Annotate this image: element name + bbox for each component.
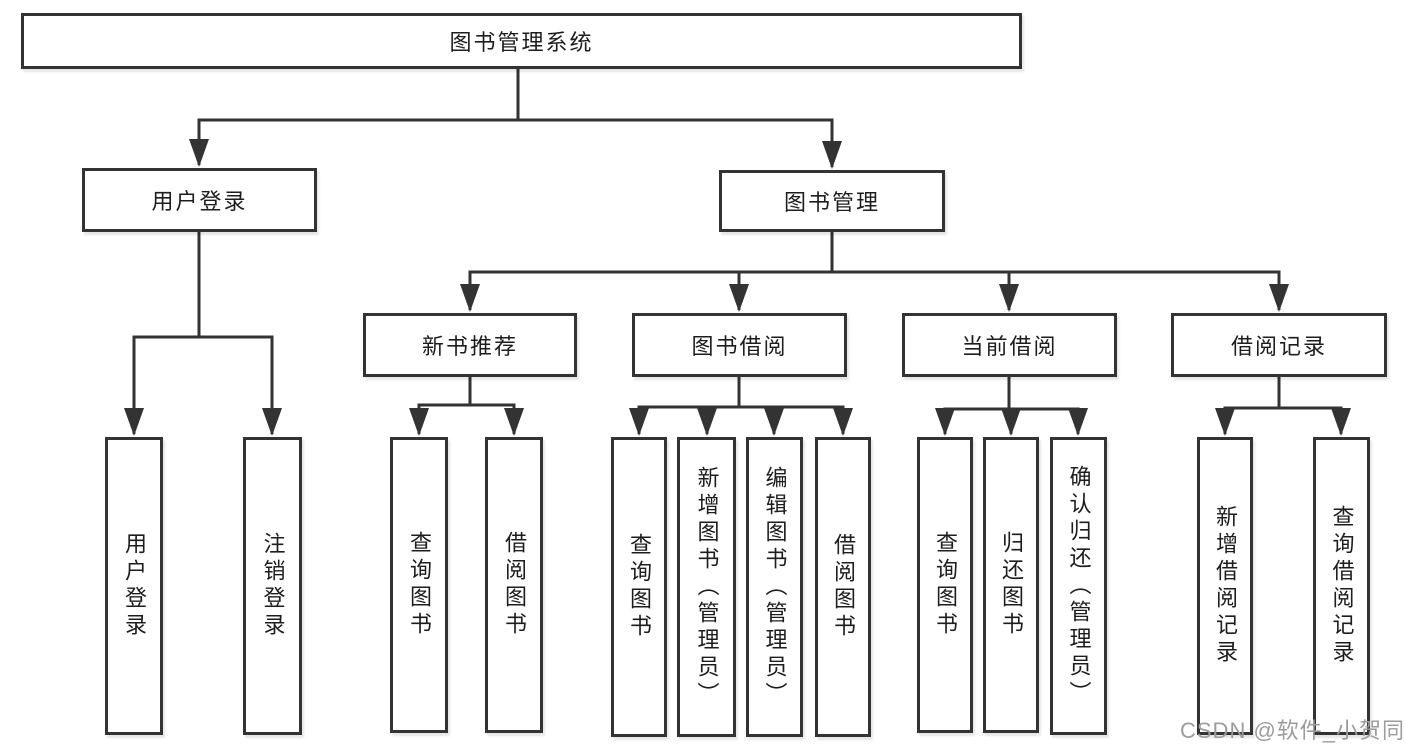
connector-book-borrow-branch: [629, 377, 853, 436]
node-leaf-logout: 注销登录: [243, 437, 302, 735]
node-current-return-books: 归还图书: [983, 437, 1039, 733]
node-records-query-record: 查询借阅记录: [1313, 437, 1370, 735]
node-current-confirm-return: 确认归还（管理员）: [1050, 437, 1107, 735]
connector-current-borrow-branch: [935, 377, 1088, 436]
node-current-borrow: 当前借阅: [902, 313, 1117, 377]
node-borrow-edit-books: 编辑图书（管理员）: [746, 437, 803, 737]
node-borrow-borrow-books: 借阅图书: [815, 437, 871, 737]
node-leaf-user-login: 用户登录: [105, 437, 163, 735]
node-current-query-books: 查询图书: [917, 437, 973, 733]
node-records-add-record: 新增借阅记录: [1197, 437, 1253, 735]
node-new-book-rec: 新书推荐: [363, 313, 577, 377]
connector-borrow-records-branch: [1215, 377, 1351, 436]
connector-book-mgmt-branch: [460, 232, 1289, 312]
node-root: 图书管理系统: [21, 13, 1022, 69]
node-rec-query-books: 查询图书: [390, 437, 448, 733]
node-borrow-records: 借阅记录: [1171, 313, 1387, 377]
csdn-watermark: CSDN @软件_小贺同学: [1180, 718, 1405, 743]
connector-root-branch: [189, 69, 842, 169]
connector-user-login-branch: [124, 232, 282, 436]
node-book-mgmt: 图书管理: [719, 170, 945, 232]
node-user-login: 用户登录: [82, 168, 317, 232]
node-borrow-query-books: 查询图书: [611, 437, 667, 737]
node-book-borrow: 图书借阅: [632, 313, 847, 377]
node-borrow-add-books: 新增图书（管理员）: [677, 437, 736, 737]
node-rec-borrow-books: 借阅图书: [485, 437, 543, 733]
connector-new-book-rec-branch: [409, 377, 524, 436]
